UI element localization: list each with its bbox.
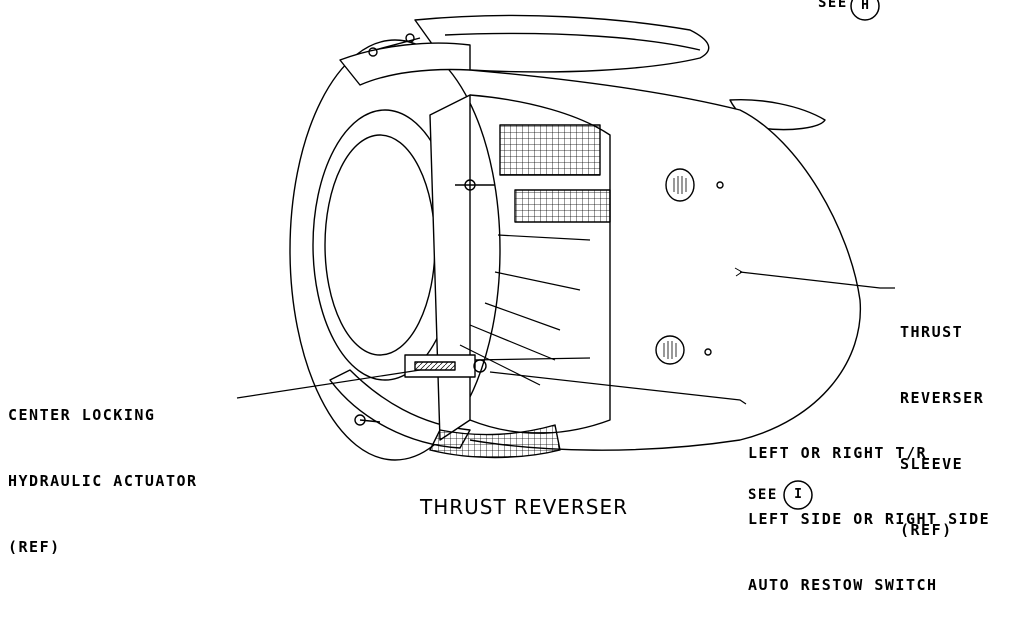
cascade-frame-inner <box>469 94 611 434</box>
see-i-label: SEE <box>748 487 778 503</box>
upper-cowl-edge <box>444 32 701 51</box>
callout-letter-i: I <box>794 487 802 502</box>
leader-sleeve <box>739 271 895 289</box>
upper-cowl-panel <box>414 14 710 73</box>
leader-actuator <box>236 369 421 399</box>
callout-circle-i <box>783 480 813 510</box>
engine-cowl <box>289 14 862 461</box>
tube-fitting-top <box>405 33 415 43</box>
translating-rods <box>459 234 591 386</box>
cascade-grid-lower <box>429 424 561 459</box>
callout-circle-h <box>850 0 880 21</box>
diagram-title: THRUST REVERSER <box>420 495 629 519</box>
see-h-label: SEE <box>818 0 848 11</box>
inspection-port-upper <box>665 168 695 202</box>
center-locking-label: CENTER LOCKING HYDRAULIC ACTUATOR (REF) <box>8 406 198 556</box>
leader-switch <box>489 371 747 405</box>
cascade-grid-middle <box>514 189 611 223</box>
inspection-hole-lower <box>704 348 712 356</box>
leader-lines <box>236 271 895 405</box>
tube-fitting-top-left <box>368 47 378 57</box>
thrust-reverser-diagram <box>236 0 895 510</box>
center-locking-actuator <box>404 354 487 378</box>
callout-letter-h: H <box>861 0 869 13</box>
inspection-hole-upper <box>716 181 724 189</box>
restow-switch-label: LEFT OR RIGHT T/R LEFT SIDE OR RIGHT SID… <box>748 444 991 594</box>
upper-tubing <box>374 37 421 51</box>
inspection-port-lower <box>655 335 685 365</box>
cascade-grid-upper <box>499 124 601 176</box>
